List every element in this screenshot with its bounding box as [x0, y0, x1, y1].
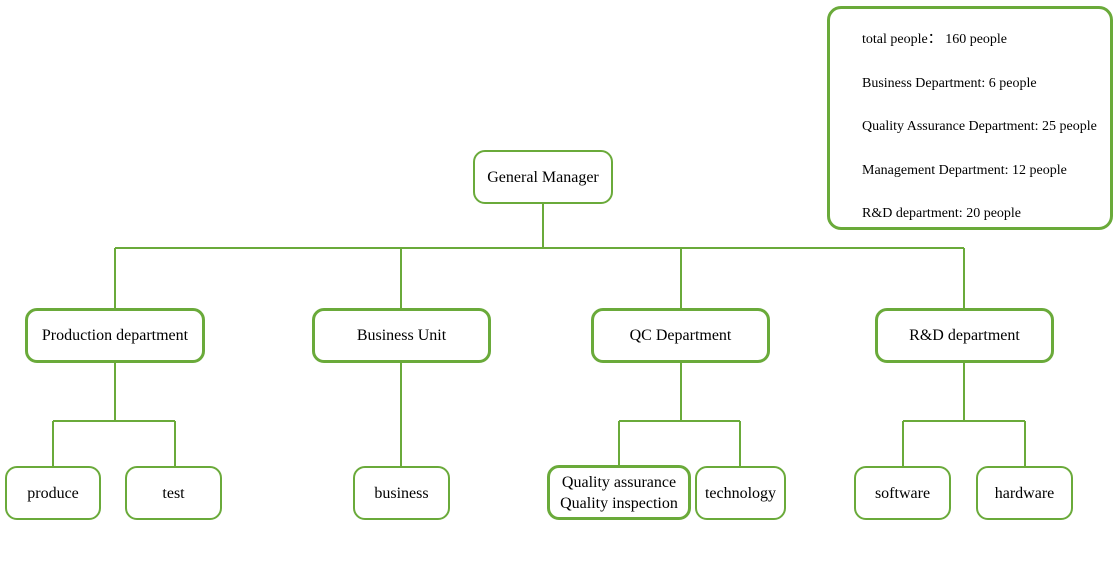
stat-rnd-department: R&D department: 20 people — [862, 206, 1022, 221]
node-software-label: software — [874, 484, 931, 502]
node-hardware: hardware — [976, 466, 1073, 520]
node-general-manager: General Manager — [473, 150, 613, 204]
stat-business-department: Business Department: 6 people — [862, 75, 1037, 91]
node-test-label: test — [162, 484, 185, 502]
node-software: software — [854, 466, 951, 520]
node-business: business — [353, 466, 450, 520]
node-quality-line1: Quality assurance — [561, 473, 677, 491]
node-hardware-label: hardware — [994, 484, 1055, 502]
node-technology: technology — [695, 466, 786, 520]
node-general-manager-label: General Manager — [487, 168, 599, 186]
node-technology-label: technology — [704, 484, 777, 502]
node-rnd-department: R&D department — [875, 308, 1054, 363]
stat-total-people: total people： 160 people — [862, 32, 1008, 47]
node-quality: Quality assurance Quality inspection — [547, 465, 691, 520]
node-rnd-department-label: R&D department — [909, 327, 1020, 344]
node-produce-label: produce — [27, 484, 79, 502]
node-test: test — [125, 466, 222, 520]
stat-quality-assurance-department: Quality Assurance Department: 25 people — [862, 119, 1097, 134]
node-business-label: business — [374, 484, 429, 502]
node-business-unit: Business Unit — [312, 308, 491, 363]
node-production-department: Production department — [25, 308, 205, 363]
node-qc-department: QC Department — [591, 308, 770, 363]
node-production-department-label: Production department — [41, 327, 189, 344]
node-business-unit-label: Business Unit — [356, 327, 447, 344]
node-qc-department-label: QC Department — [629, 327, 732, 344]
stat-management-department: Management Department: 12 people — [862, 162, 1067, 178]
node-quality-line2: Quality inspection — [560, 494, 678, 512]
node-produce: produce — [5, 466, 101, 520]
headcount-info-box: total people： 160 people Business Depart… — [827, 6, 1113, 230]
